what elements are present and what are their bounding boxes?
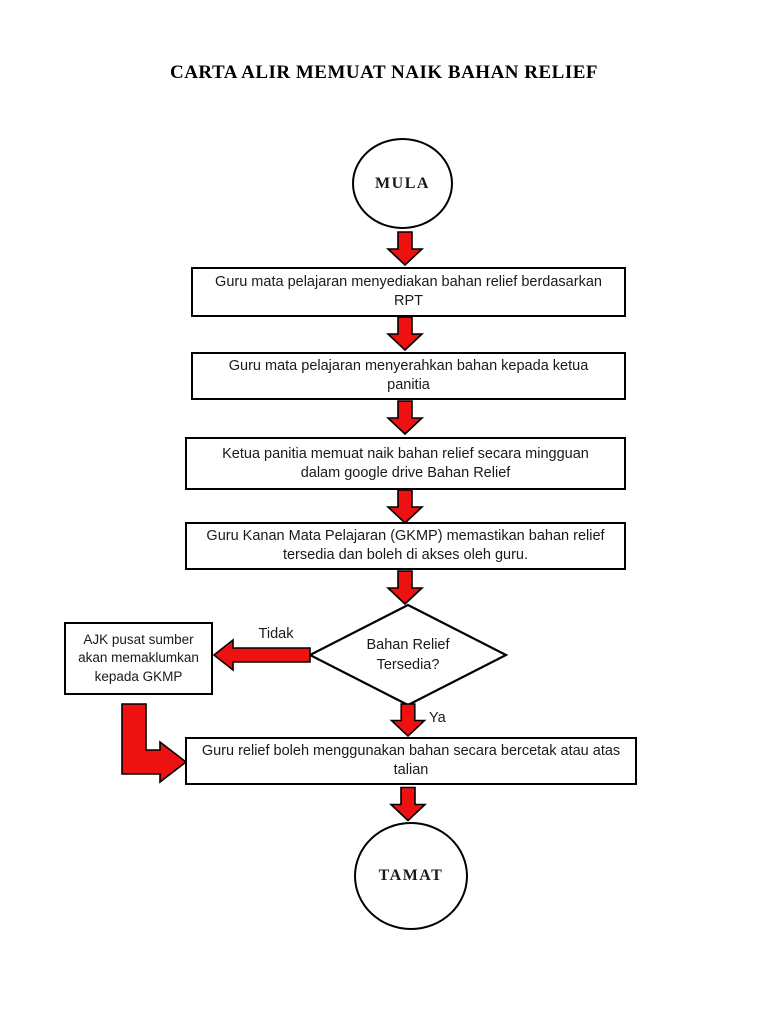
branch-label-yes: Ya [429,710,446,726]
arrow-down-icon [385,400,425,436]
end-node-label: TAMAT [378,867,444,884]
arrow-down-icon [385,316,425,352]
arrow-left-icon [212,638,311,672]
branch-label-no: Tidak [258,626,294,642]
end-node: TAMAT [354,822,468,930]
start-node: MULA [352,138,453,229]
arrow-down-icon [385,489,425,525]
start-node-label: MULA [375,174,430,192]
yes-action-node-label: Guru relief boleh menggunakan bahan seca… [201,743,621,778]
decision-node-label: Bahan Relief Tersedia? [366,637,450,673]
no-action-node-label: AJK pusat sumber akan memaklumkan kepada… [78,631,199,684]
arrow-down-icon [388,786,428,822]
no-action-node: AJK pusat sumber akan memaklumkan kepada… [64,622,213,695]
arrow-elbow-down-right-icon [121,703,188,784]
process-step-3: Ketua panitia memuat naik bahan relief s… [185,437,626,490]
arrow-down-icon [389,703,427,738]
process-step-4: Guru Kanan Mata Pelajaran (GKMP) memasti… [185,522,626,570]
process-step-1-label: Guru mata pelajaran menyediakan bahan re… [215,274,602,309]
arrow-down-icon [385,231,425,267]
decision-node: Bahan Relief Tersedia? [305,600,511,710]
process-step-3-label: Ketua panitia memuat naik bahan relief s… [222,445,589,481]
process-step-1: Guru mata pelajaran menyediakan bahan re… [191,267,626,317]
yes-action-node: Guru relief boleh menggunakan bahan seca… [185,737,637,785]
process-step-2-label: Guru mata pelajaran menyerahkan bahan ke… [228,358,589,393]
page-title: CARTA ALIR MEMUAT NAIK BAHAN RELIEF [169,62,598,83]
process-step-4-label: Guru Kanan Mata Pelajaran (GKMP) memasti… [206,528,605,563]
process-step-2: Guru mata pelajaran menyerahkan bahan ke… [191,352,626,400]
arrow-down-icon [385,570,425,606]
